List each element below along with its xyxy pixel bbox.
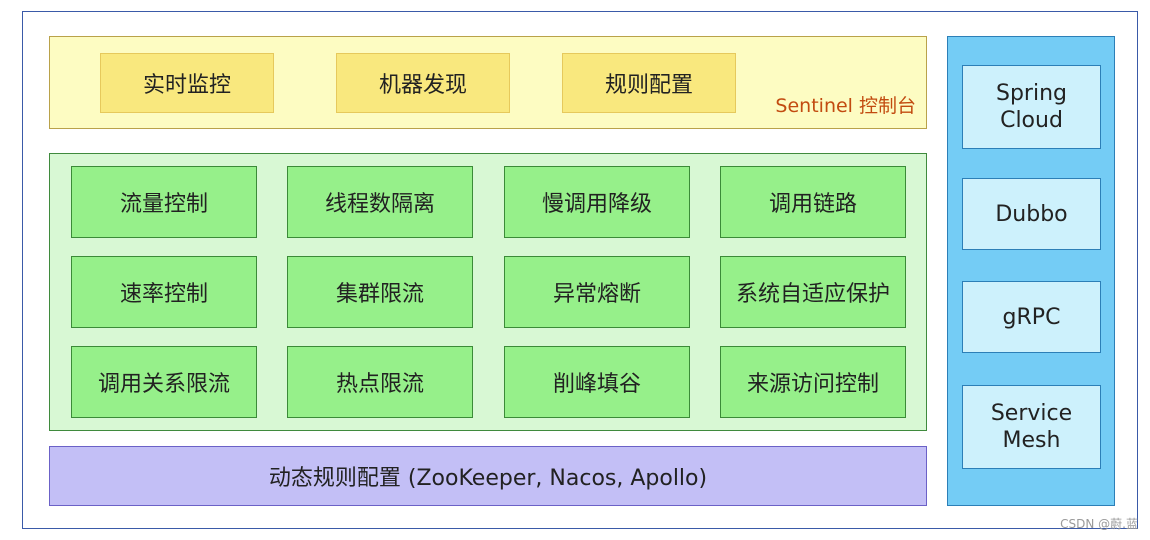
watermark: CSDN @蔚.蓝 xyxy=(1060,517,1138,531)
console-item-label: 实时监控 xyxy=(142,73,231,98)
feature-item: 调用关系限流 xyxy=(71,346,257,418)
feature-item: 削峰填谷 xyxy=(504,346,690,418)
feature-item: 流量控制 xyxy=(71,166,257,238)
framework-label: Service Mesh xyxy=(990,401,1073,453)
framework-dubbo: Dubbo xyxy=(962,178,1101,250)
feature-label: 调用关系限流 xyxy=(97,372,230,397)
framework-spring-cloud: Spring Cloud xyxy=(962,65,1101,149)
feature-item: 集群限流 xyxy=(287,256,473,328)
feature-item: 来源访问控制 xyxy=(720,346,906,418)
feature-label: 削峰填谷 xyxy=(552,372,641,397)
feature-item: 速率控制 xyxy=(71,256,257,328)
feature-label: 系统自适应保护 xyxy=(735,282,890,307)
feature-label: 来源访问控制 xyxy=(746,372,879,397)
feature-label: 线程数隔离 xyxy=(324,192,435,217)
dynamic-rule-config-label: 动态规则配置 (ZooKeeper, Nacos, Apollo) xyxy=(268,466,708,491)
console-item-label: 机器发现 xyxy=(378,73,467,98)
console-item-rule-config: 规则配置 xyxy=(562,53,736,113)
framework-service-mesh: Service Mesh xyxy=(962,385,1101,469)
feature-item: 系统自适应保护 xyxy=(720,256,906,328)
feature-label: 异常熔断 xyxy=(552,282,641,307)
framework-label: Spring Cloud xyxy=(996,81,1067,133)
feature-item: 线程数隔离 xyxy=(287,166,473,238)
feature-label: 集群限流 xyxy=(335,282,424,307)
framework-label: Dubbo xyxy=(995,201,1068,227)
feature-item: 异常熔断 xyxy=(504,256,690,328)
framework-label: gRPC xyxy=(1002,304,1061,330)
console-item-machine-discovery: 机器发现 xyxy=(336,53,510,113)
feature-label: 慢调用降级 xyxy=(541,192,652,217)
dynamic-rule-config-panel: 动态规则配置 (ZooKeeper, Nacos, Apollo) xyxy=(49,446,927,506)
feature-label: 热点限流 xyxy=(335,372,424,397)
frameworks-panel: Spring Cloud Dubbo gRPC Service Mesh xyxy=(947,36,1115,506)
framework-grpc: gRPC xyxy=(962,281,1101,353)
console-title: Sentinel 控制台 xyxy=(775,95,916,117)
feature-label: 调用链路 xyxy=(768,192,857,217)
console-item-realtime-monitoring: 实时监控 xyxy=(100,53,274,113)
sentinel-console-panel: 实时监控 机器发现 规则配置 Sentinel 控制台 xyxy=(49,36,927,129)
feature-label: 速率控制 xyxy=(119,282,208,307)
console-item-label: 规则配置 xyxy=(604,73,693,98)
feature-item: 慢调用降级 xyxy=(504,166,690,238)
features-panel: 流量控制 线程数隔离 慢调用降级 调用链路 速率控制 集群限流 异常熔断 系统自… xyxy=(49,153,927,431)
feature-item: 热点限流 xyxy=(287,346,473,418)
feature-item: 调用链路 xyxy=(720,166,906,238)
feature-label: 流量控制 xyxy=(119,192,208,217)
